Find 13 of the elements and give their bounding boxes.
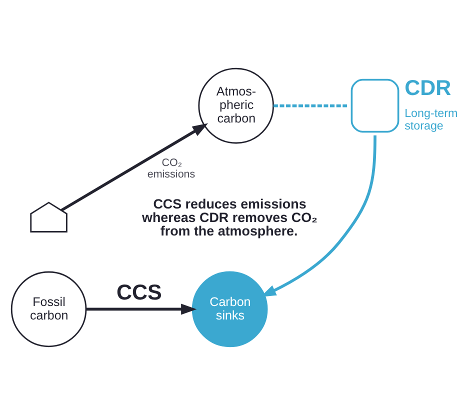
node-circle: Carbon sinks [192, 270, 268, 347]
arrow [86, 303, 197, 314]
node-circle: Fossil carbon [10, 270, 87, 347]
node-cloud [350, 78, 400, 132]
node-circle: Atmos- pheric carbon [198, 67, 274, 144]
connector [274, 104, 348, 107]
node-picture [30, 201, 68, 232]
node-label: Long-term storage [404, 106, 458, 132]
label: CCS reduces emissions whereas CDR removes CO₂ from the atmosphere. [142, 196, 318, 238]
arrow [60, 122, 208, 212]
edge-label: CO₂ emissions [147, 156, 196, 180]
edge-label: CCS [116, 280, 162, 304]
node-label: CDR [404, 76, 452, 100]
